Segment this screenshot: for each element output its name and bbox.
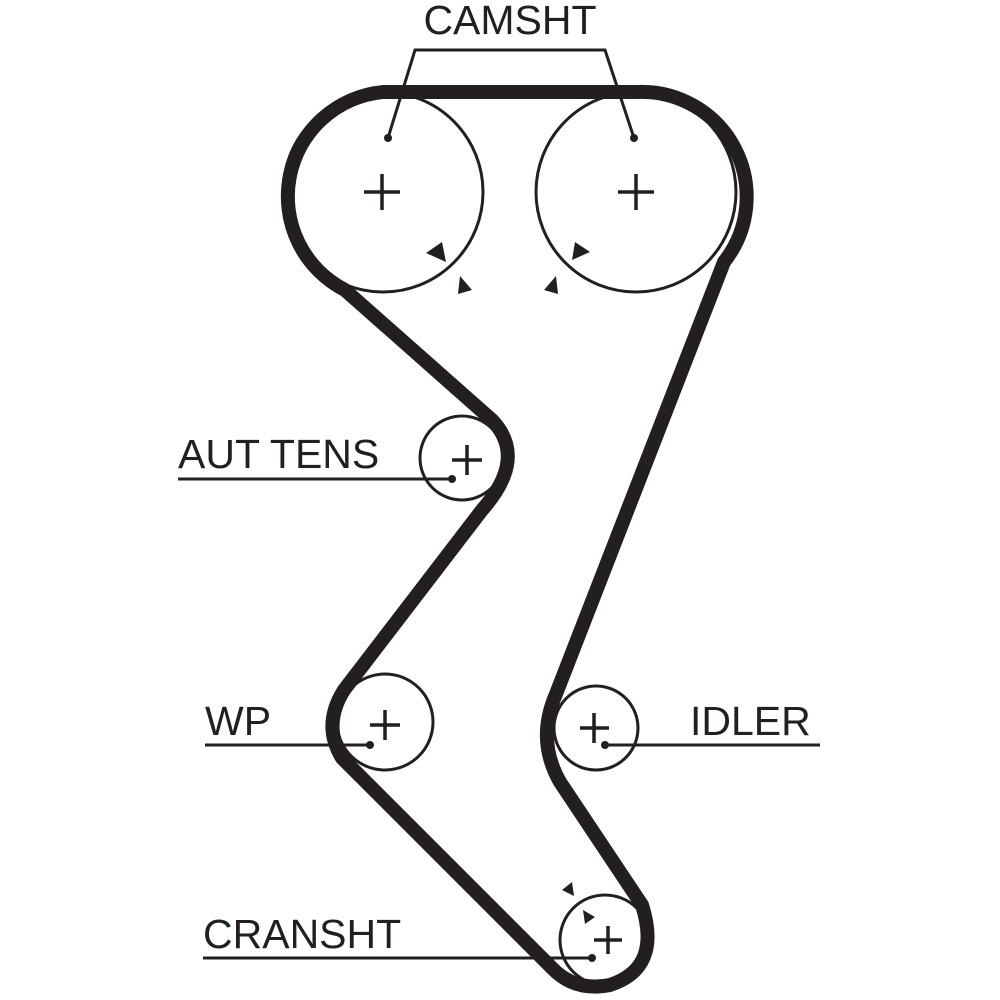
plus-icon xyxy=(580,713,609,743)
arrow-icon xyxy=(583,910,595,924)
center-marks xyxy=(364,174,654,954)
timing-arrows xyxy=(426,242,595,924)
plus-icon xyxy=(594,926,622,954)
plus-icon xyxy=(370,710,400,740)
auto-tensioner-label: AUT TENS xyxy=(178,431,379,477)
water-pump-label: WP xyxy=(205,698,271,744)
arrow-icon xyxy=(426,242,446,262)
plus-icon xyxy=(452,445,482,475)
plus-icon xyxy=(618,174,654,210)
timing-belt xyxy=(280,84,754,994)
arrow-icon xyxy=(562,882,574,896)
camshaft-label: CAMSHT xyxy=(423,0,596,43)
leader-lines xyxy=(178,48,820,960)
leader-dots xyxy=(366,134,638,962)
arrow-icon xyxy=(572,242,590,260)
arrow-icon xyxy=(544,276,558,294)
crankshaft-label: CRANSHT xyxy=(203,911,401,957)
plus-icon xyxy=(364,174,400,210)
idler-label: IDLER xyxy=(690,698,811,744)
arrow-icon xyxy=(458,276,472,294)
